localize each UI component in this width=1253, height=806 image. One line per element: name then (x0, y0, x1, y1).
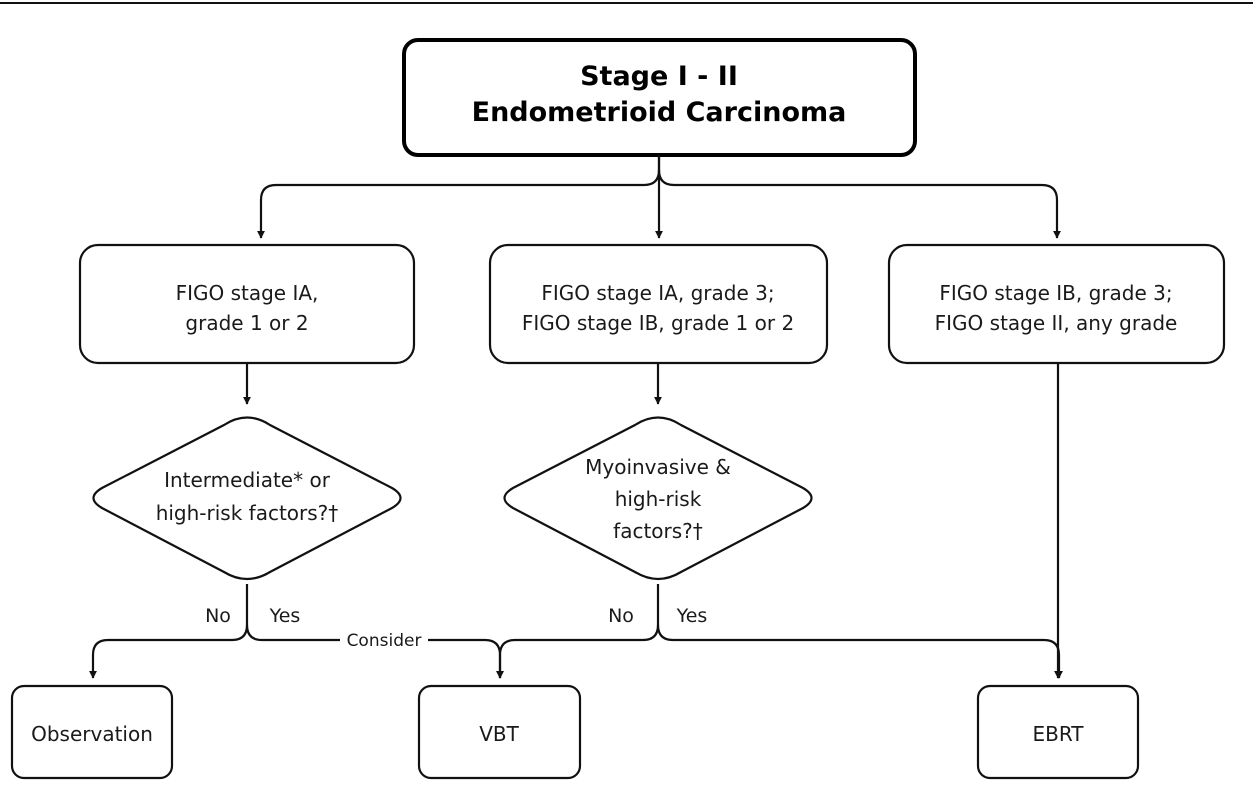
middle-no-label: No (608, 605, 634, 627)
title-branch-connectors (257, 155, 1061, 239)
stage-node-right: FIGO stage IB, grade 3; FIGO stage II, a… (887, 243, 1226, 365)
consider-label-bg (340, 630, 428, 650)
title-line2: Endometrioid Carcinoma (472, 97, 847, 128)
decision-middle-line2: high-risk (615, 487, 702, 511)
left-no-label: No (205, 605, 231, 627)
outcome-node-vbt: VBT (417, 684, 582, 780)
decision-left-line2: high-risk factors?† (156, 501, 339, 525)
outcome-node-observation: Observation (10, 684, 174, 780)
decision-left-line1: Intermediate* or (164, 468, 331, 492)
decision-middle-line3: factors?† (613, 519, 703, 543)
stage-left-line1: FIGO stage IA, (176, 281, 319, 305)
consider-label: Consider (347, 631, 422, 651)
stage-left-line2: grade 1 or 2 (185, 311, 308, 335)
stage-right-line1: FIGO stage IB, grade 3; (939, 281, 1172, 305)
decision-middle-connectors (496, 584, 1063, 679)
middle-yes-label: Yes (676, 605, 708, 627)
outcome-ebrt-label: EBRT (1032, 722, 1084, 746)
outcome-vbt-label: VBT (479, 722, 519, 746)
stage-node-middle: FIGO stage IA, grade 3; FIGO stage IB, g… (488, 243, 829, 365)
title-line1: Stage I - II (580, 61, 738, 92)
stage-middle-line1: FIGO stage IA, grade 3; (541, 281, 774, 305)
decision-left-connectors (89, 584, 504, 679)
stage-right-line2: FIGO stage II, any grade (935, 311, 1178, 335)
decision-node-middle: Myoinvasive & high-risk factors?† (503, 416, 813, 581)
title-node: Stage I - II Endometrioid Carcinoma (402, 38, 917, 157)
outcome-node-ebrt: EBRT (976, 684, 1140, 780)
decision-node-left: Intermediate* or high-risk factors?† (92, 416, 402, 581)
outcome-observation-label: Observation (31, 722, 153, 746)
left-yes-label: Yes (269, 605, 301, 627)
decision-middle-line1: Myoinvasive & (585, 455, 731, 479)
stage-middle-line2: FIGO stage IB, grade 1 or 2 (522, 311, 794, 335)
stage-node-left: FIGO stage IA, grade 1 or 2 (78, 243, 416, 365)
